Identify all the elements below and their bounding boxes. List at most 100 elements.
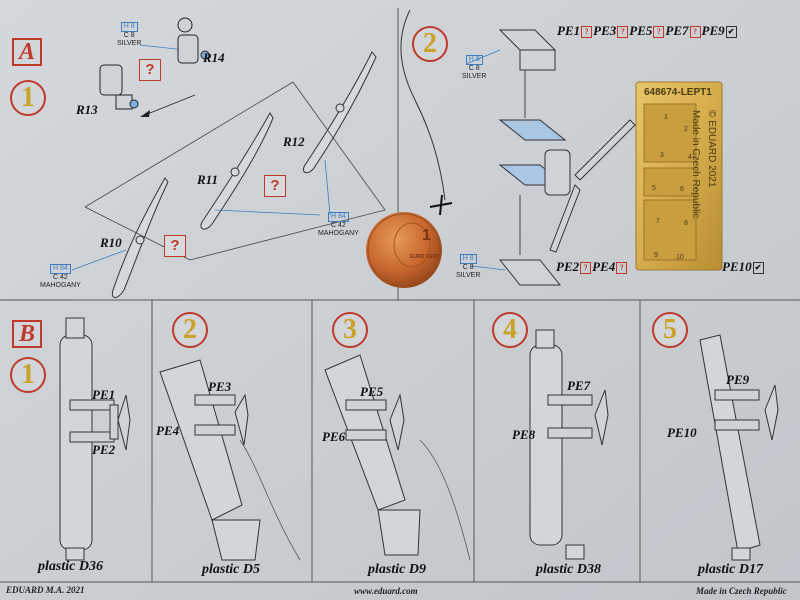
pe-bracket-mid-1 xyxy=(498,119,567,141)
brass-fret-cell-middle xyxy=(643,167,697,197)
strut-b2-base xyxy=(211,519,261,561)
valve-b1-lower xyxy=(69,431,115,443)
pe-list-question: ? xyxy=(616,262,628,275)
valve-r13-tip xyxy=(129,99,139,109)
plastic-label-b5: plastic D17 xyxy=(698,562,763,577)
propeller-r11-hub xyxy=(230,167,240,177)
valve-b4-upper xyxy=(547,394,593,406)
pe-list-item: PE5 xyxy=(629,23,653,38)
strut-b5-base xyxy=(731,547,751,561)
arrow-head xyxy=(140,110,150,117)
paint-h-code: H 8 xyxy=(120,22,138,32)
fret-number: 9 xyxy=(654,252,658,259)
pe-list-item: PE1 xyxy=(557,23,581,38)
paint-c-code: C 8 xyxy=(123,32,135,39)
paint-h-code: H 84 xyxy=(328,212,349,222)
valve-b2-upper xyxy=(194,394,236,406)
pe-list-item: PE7 xyxy=(665,23,689,38)
label-pe3: PE3 xyxy=(208,379,232,394)
pe-list-item: PE9 xyxy=(701,23,725,38)
step-b3-number: 3 xyxy=(332,312,368,348)
fret-number: 5 xyxy=(652,185,656,192)
pe-list-bottom-end: PE10✔ xyxy=(722,260,765,275)
paint-code-silver-2: H 8 C 8 SILVER xyxy=(462,55,486,81)
label-pe2: PE2 xyxy=(92,442,116,457)
footer-left: EDUARD M.A. 2021 xyxy=(6,585,85,595)
paint-code-silver-3: H 8 C 8 SILVER xyxy=(456,254,480,280)
step-b1-number: 1 xyxy=(10,357,46,393)
step-a2-number: 2 xyxy=(412,26,448,62)
label-r14: R14 xyxy=(203,50,225,65)
label-pe9: PE9 xyxy=(726,372,750,387)
valve-b5-wheel xyxy=(764,384,779,441)
paint-name: SILVER xyxy=(456,272,481,279)
paint-c-code: C 8 xyxy=(468,65,480,72)
valve-drawings xyxy=(99,17,210,110)
footer-center: www.eduard.com xyxy=(354,586,418,596)
pe-bracket-top-face xyxy=(519,49,556,71)
fret-number: 10 xyxy=(676,254,684,261)
valve-r13-nozzle xyxy=(115,94,133,110)
coin-globe xyxy=(393,222,431,268)
arrow-line xyxy=(144,94,196,116)
propeller-r12-hub xyxy=(335,103,345,113)
label-pe7: PE7 xyxy=(567,378,591,393)
cylinder-b4-base xyxy=(565,544,585,560)
paint-h-code: H 8 xyxy=(459,254,477,264)
fret-number: 6 xyxy=(680,186,684,193)
valve-b3-lower xyxy=(345,429,387,441)
coin-value: 1 xyxy=(422,227,431,244)
paint-c-code: C 42 xyxy=(53,274,68,281)
strut-b5 xyxy=(699,334,761,553)
fret-number: 2 xyxy=(684,126,688,133)
paint-name: SILVER xyxy=(117,40,142,47)
cylinder-b4 xyxy=(529,344,563,546)
valve-b2-lower xyxy=(194,424,236,436)
label-pe5: PE5 xyxy=(360,384,384,399)
propeller-r10-hub xyxy=(135,235,145,245)
label-r11: R11 xyxy=(197,172,218,187)
pe-list-top: PE1?PE3?PE5?PE7?PE9✔ xyxy=(557,23,738,39)
section-b-letter: B xyxy=(12,320,42,348)
section-a-letter: A xyxy=(12,38,42,66)
label-pe4: PE4 xyxy=(156,423,180,438)
cylinder-b4-cap xyxy=(535,329,555,349)
pe-list-bottom: PE2?PE4? xyxy=(556,259,628,275)
pe-list-question: ? xyxy=(617,26,629,39)
valve-r14-body xyxy=(177,34,199,64)
guide-lines xyxy=(84,81,386,261)
fret-number: 4 xyxy=(688,154,692,161)
cylinder-b1-cap xyxy=(65,317,85,339)
label-pe8: PE8 xyxy=(512,427,536,442)
coin-unit: EURO CENT xyxy=(410,254,440,260)
fret-code: 648674-LEPT1 xyxy=(644,87,712,98)
section-b-fuselage-lines xyxy=(239,439,471,561)
wire-strand xyxy=(400,9,446,201)
step-a1-number: 1 xyxy=(10,80,46,116)
paint-name: MAHOGANY xyxy=(40,282,81,289)
label-r10: R10 xyxy=(100,235,122,250)
valve-r13-body xyxy=(99,64,123,96)
footer-right: Made in Czech Republic xyxy=(696,586,787,596)
label-pe1: PE1 xyxy=(92,387,116,402)
pe-list-question: ? xyxy=(689,26,701,39)
plastic-label-b4: plastic D38 xyxy=(536,562,601,577)
label-r12: R12 xyxy=(283,134,305,149)
pe-list-question: ? xyxy=(581,26,593,39)
strut-b2 xyxy=(159,359,243,521)
paint-name: MAHOGANY xyxy=(318,230,359,237)
pe-list-item: PE2 xyxy=(556,259,580,274)
paint-leader-lines xyxy=(71,44,506,271)
pe-list-check: ✔ xyxy=(752,262,764,275)
brass-fret xyxy=(635,81,723,271)
plastic-label-b2: plastic D5 xyxy=(202,562,260,577)
section-b-drawings xyxy=(59,317,761,561)
valve-b5-lower xyxy=(714,419,760,431)
propeller-drawings xyxy=(111,51,377,298)
brass-fret-cell-lower xyxy=(643,199,697,261)
section-b-valves xyxy=(69,384,779,451)
pe-valve-body xyxy=(544,149,571,196)
label-pe10: PE10 xyxy=(667,425,697,440)
paint-h-code: H 8 xyxy=(465,55,483,65)
pe-bracket-bottom xyxy=(498,259,562,286)
